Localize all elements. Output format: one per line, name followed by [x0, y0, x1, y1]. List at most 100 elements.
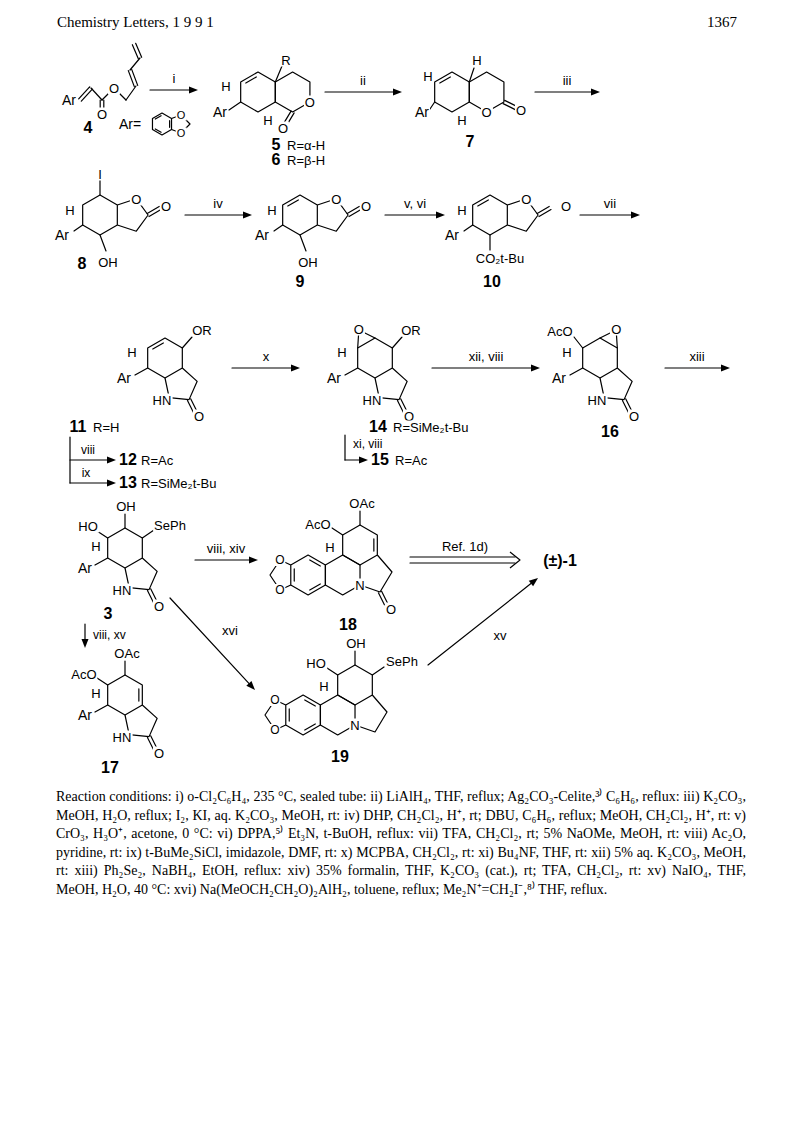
compound-number: 4: [83, 120, 94, 136]
arrow-head: [531, 365, 540, 372]
bond-line: [95, 705, 108, 712]
double-bond: [155, 129, 161, 132]
compound-number: 5: [271, 137, 282, 153]
atom-label: SePh: [153, 519, 187, 532]
atom-label: HN: [152, 394, 173, 407]
double-bond: [478, 200, 489, 206]
atom-label: O: [269, 724, 280, 736]
atom-label: Ar: [414, 105, 430, 119]
atom-label: H: [266, 204, 277, 217]
atom-label: O: [274, 554, 285, 566]
double-bond: [132, 45, 138, 59]
reaction-arrow: [665, 367, 721, 368]
atom-label: H: [471, 54, 482, 67]
step-label: i: [172, 72, 177, 85]
atom-label: Ar: [77, 561, 93, 575]
atom-label: Ar: [551, 371, 567, 385]
atom-label: H: [318, 680, 329, 693]
double-bond: [128, 71, 134, 87]
bond-line: [372, 667, 384, 675]
bond-line: [135, 368, 148, 375]
step-label: v, vi: [403, 197, 427, 210]
ring-bond: [291, 555, 326, 595]
atom-label: OAc: [348, 497, 375, 510]
ring-bond: [343, 525, 378, 565]
atom-label: O: [269, 694, 280, 706]
substituent-note: R=H: [92, 421, 120, 434]
bond-line: [469, 68, 474, 82]
bond-line: [275, 66, 282, 82]
substituent-note: R=Ac: [140, 454, 174, 467]
atom-label: I: [97, 168, 103, 181]
arrow-head: [631, 212, 640, 219]
ring-bond: [152, 113, 171, 135]
bond-line: [95, 558, 108, 565]
compound-number: 16: [600, 424, 620, 440]
arrow-head: [246, 681, 255, 690]
reaction-arrow: [185, 214, 243, 215]
atom-label: H: [422, 70, 433, 83]
atom-label: Ar: [326, 371, 342, 385]
bond-line: [464, 225, 473, 231]
running-head: Chemistry Letters, 1 9 9 1: [56, 15, 215, 30]
ring-bond: [338, 665, 373, 705]
atom-label: H: [324, 541, 335, 554]
arrow-head: [82, 639, 89, 648]
arrow-head: [529, 578, 538, 586]
double-bond: [305, 724, 316, 730]
compound-number: 6: [271, 152, 282, 168]
atom-label: HN: [112, 731, 133, 744]
substituent-note: R=SiMe₂t-Bu: [140, 477, 218, 490]
compound-number: 14: [368, 419, 388, 435]
atom-label: OR: [400, 324, 422, 337]
atom-label: O: [628, 410, 640, 423]
atom-label: N: [349, 719, 360, 732]
bracket-line: [344, 435, 345, 460]
ring-bond: [358, 338, 393, 378]
bond-line: [345, 368, 358, 375]
bond-line: [574, 337, 583, 348]
atom-label: O: [385, 603, 397, 616]
atom-label: N: [354, 579, 365, 592]
arrow-head: [436, 212, 445, 219]
atom-label: HO: [305, 657, 327, 670]
ring-bond: [473, 195, 508, 235]
reaction-arrow: [70, 482, 107, 483]
conditions-text: Reaction conditions: i) o-Cl₂C₆H₄, 235 °…: [55, 788, 747, 899]
double-bond: [294, 569, 295, 581]
bond-line: [100, 235, 106, 251]
reaction-arrow: [580, 214, 631, 215]
atom-label: AcO: [546, 325, 573, 338]
bond-line: [130, 58, 140, 70]
arrow-head: [189, 87, 198, 94]
double-bond: [382, 591, 388, 603]
reaction-arrow: [535, 91, 591, 92]
step-label: xv: [493, 629, 508, 642]
double-bond: [305, 700, 316, 706]
atom-label: OR: [191, 324, 213, 337]
atom-label: O: [277, 122, 289, 135]
atom-label: O: [108, 82, 120, 95]
atom-label: O: [353, 323, 365, 336]
atom-label: H: [90, 687, 101, 700]
atom-label: HN: [362, 394, 383, 407]
step-label: viii: [80, 444, 96, 456]
reaction-arrow: [170, 598, 249, 683]
arrow-head: [591, 89, 600, 96]
atom-label: O: [176, 128, 187, 139]
atom-label: H: [126, 346, 137, 359]
arrow-head: [107, 457, 116, 464]
atom-label: Ar: [77, 708, 93, 722]
atom-label: H: [262, 114, 273, 127]
ring-bond: [148, 338, 183, 378]
ring-bond: [241, 72, 276, 112]
reaction-arrow: [195, 559, 249, 560]
reaction-arrow: [385, 214, 436, 215]
step-label: viii, xv: [92, 629, 127, 641]
atom-label: Ar: [54, 228, 70, 242]
step-label: xi, viii: [352, 438, 383, 450]
arrow-head: [359, 457, 368, 464]
atom-label: H: [220, 80, 231, 93]
bond-line: [182, 337, 192, 348]
substituent-note: R=SiMe₂t-Bu: [392, 421, 470, 434]
